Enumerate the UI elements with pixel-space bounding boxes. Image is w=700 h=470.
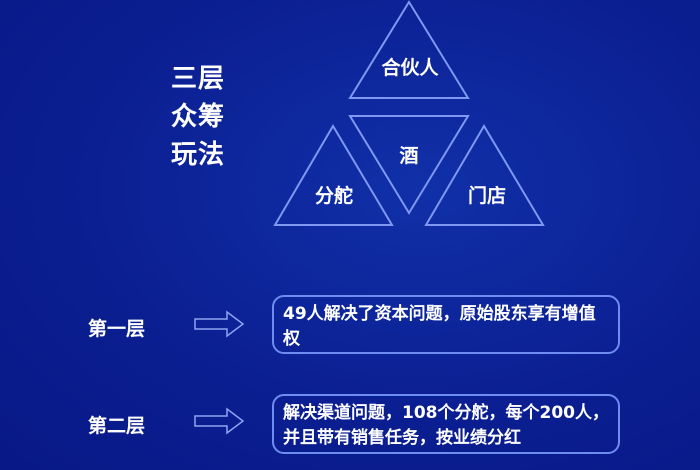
double-arrow-right-icon <box>194 407 245 435</box>
layer-1-text: 49人解决了资本问题，原始股东享有增值权 <box>283 304 596 349</box>
layer-2-label: 第二层 <box>88 415 146 437</box>
triangle-left-label: 分舵 <box>314 185 354 207</box>
triangle-top <box>348 0 470 99</box>
diagram-title: 三层 众筹 玩法 <box>171 60 225 174</box>
triangle-center-label: 酒 <box>399 145 419 167</box>
title-line-3: 玩法 <box>171 140 226 170</box>
layer-2-text: 解决渠道问题，108个分舵，每个200人，并且带有销售任务，按业绩分红 <box>283 403 609 448</box>
triangle-left <box>273 124 394 226</box>
layer-1-description: 49人解决了资本问题，原始股东享有增值权 <box>272 295 620 354</box>
triangle-center-inverted <box>348 115 470 215</box>
double-arrow-right-icon <box>194 310 245 338</box>
triangle-top-label: 合伙人 <box>381 57 439 79</box>
layer-1-label: 第一层 <box>88 318 146 340</box>
triangle-right <box>424 124 545 226</box>
layer-2-description: 解决渠道问题，108个分舵，每个200人，并且带有销售任务，按业绩分红 <box>272 394 620 454</box>
title-line-1: 三层 <box>171 64 226 94</box>
triangle-right-label: 门店 <box>467 185 507 207</box>
title-line-2: 众筹 <box>171 102 226 132</box>
